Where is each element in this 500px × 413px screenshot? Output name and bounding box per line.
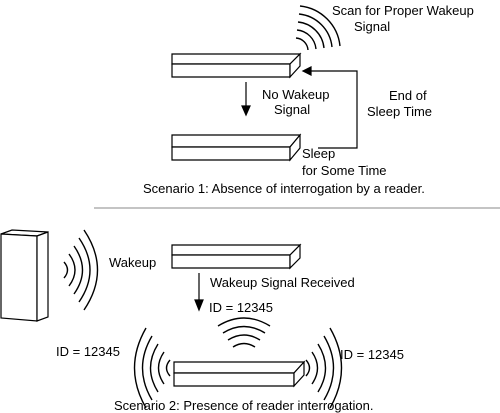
scenario-2-caption: Scenario 2: Presence of reader interroga…	[114, 398, 373, 413]
end-of-sleep-label-line2: Sleep Time	[367, 104, 432, 119]
scenario-1-caption: Scenario 1: Absence of interrogation by …	[143, 181, 425, 196]
sleep-label-line2: for Some Time	[302, 163, 387, 178]
end-of-sleep-label-line1: End of	[389, 88, 427, 103]
end-of-sleep-loop-arrow	[301, 66, 358, 149]
reader-device	[0, 229, 49, 322]
scan-label-line2: Signal	[354, 19, 390, 34]
signal-received-arrow	[194, 273, 204, 312]
tag-response-waves-right-icon	[305, 327, 343, 409]
tag-sleeping	[171, 133, 302, 162]
tag-response-waves-left-icon	[133, 327, 171, 409]
signal-received-label: Wakeup Signal Received	[210, 275, 355, 290]
scenario-1: Scan for Proper Wakeup Signal No Wakeup …	[143, 3, 474, 196]
scan-waves-icon	[295, 5, 341, 51]
id-left-label: ID = 12345	[56, 344, 120, 359]
tag-responding	[173, 360, 306, 388]
tag-scanning	[171, 52, 302, 79]
tag-awake	[171, 243, 302, 270]
wakeup-label: Wakeup	[109, 255, 156, 270]
no-wakeup-label-line1: No Wakeup	[262, 87, 329, 102]
scan-label-line1: Scan for Proper Wakeup	[332, 3, 474, 18]
id-right-label: ID = 12345	[340, 347, 404, 362]
scenario-2: Wakeup Wakeup Signal Received ID = 12345	[0, 229, 404, 413]
no-wakeup-label-line2: Signal	[274, 102, 310, 117]
tag-response-waves-top-icon	[217, 317, 271, 348]
sleep-label-line1: Sleep	[302, 146, 335, 161]
id-top-label: ID = 12345	[209, 300, 273, 315]
no-wakeup-arrow	[241, 82, 251, 117]
reader-wakeup-waves-icon	[63, 229, 99, 311]
